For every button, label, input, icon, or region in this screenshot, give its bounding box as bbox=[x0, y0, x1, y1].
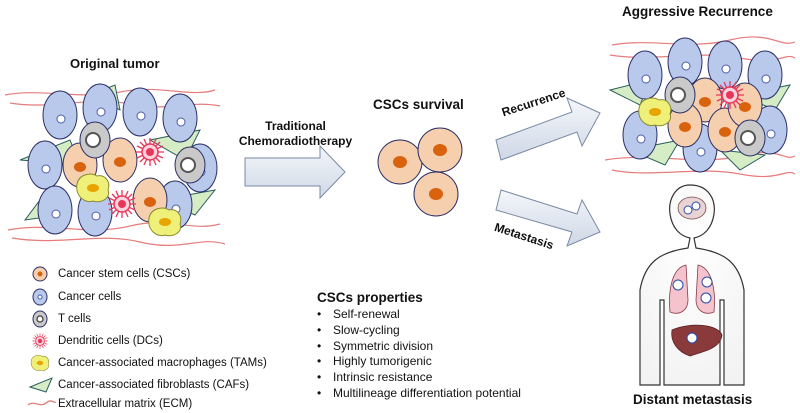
dendritic-cell-icon bbox=[31, 332, 49, 350]
legend-label: T cells bbox=[58, 313, 92, 325]
legend-item: Cancer-associated fibroblasts (CAFs) bbox=[58, 376, 249, 394]
distant-metastasis-title: Distant metastasis bbox=[633, 392, 753, 407]
list-item: •Self-renewal bbox=[317, 307, 400, 321]
metastasis-arrow bbox=[495, 189, 601, 247]
list-item: •Symmetric division bbox=[317, 338, 434, 353]
cancer-stem-cell-icon bbox=[32, 266, 48, 282]
list-item: •Highly tumorigenic bbox=[317, 354, 432, 369]
legend-label: Cancer cells bbox=[58, 291, 122, 303]
surviving-cscs-illustration bbox=[377, 127, 463, 217]
macrophage-icon bbox=[30, 355, 49, 371]
recurrence-arrow bbox=[495, 97, 601, 161]
therapy-label-line1: Traditional bbox=[265, 119, 326, 133]
legend-label: Cancer-associated fibroblasts (CAFs) bbox=[58, 379, 250, 391]
legend-item: Cancer stem cells (CSCs) bbox=[58, 265, 190, 283]
human-body-illustration bbox=[639, 184, 745, 386]
legend-icons bbox=[27, 266, 57, 406]
recurrent-tumor-illustration bbox=[604, 36, 796, 178]
therapy-arrow bbox=[244, 144, 346, 200]
list-item: •Slow-cycling bbox=[317, 322, 400, 337]
legend-label: Extracellular matrix (ECM) bbox=[58, 398, 193, 410]
list-item: •Intrinsic resistance bbox=[317, 370, 433, 385]
legend-item: Cancer-associated macrophages (TAMs) bbox=[58, 354, 267, 372]
legend-item: T cells bbox=[58, 310, 91, 328]
csc-properties-heading: CSCs properties bbox=[317, 290, 423, 305]
legend-label: Cancer stem cells (CSCs) bbox=[58, 268, 191, 280]
legend-label: Dendritic cells (DCs) bbox=[58, 335, 163, 347]
ecm-fiber-icon bbox=[27, 400, 57, 406]
original-tumor-title: Original tumor bbox=[70, 56, 160, 71]
csc-properties: CSCs properties •Self-renewal •Slow-cycl… bbox=[317, 290, 577, 402]
legend-item: Cancer cells bbox=[58, 288, 121, 306]
list-item: •Multilineage differentiation potential bbox=[317, 385, 521, 400]
legend-item: Extracellular matrix (ECM) bbox=[58, 395, 192, 413]
legend-item: Dendritic cells (DCs) bbox=[58, 332, 163, 350]
aggressive-recurrence-title: Aggressive Recurrence bbox=[622, 4, 773, 19]
cscs-survival-title: CSCs survival bbox=[373, 97, 464, 112]
t-cell-icon bbox=[32, 310, 48, 328]
original-tumor-illustration bbox=[4, 83, 226, 246]
legend-label: Cancer-associated macrophages (TAMs) bbox=[58, 357, 267, 369]
fibroblast-icon bbox=[28, 377, 53, 393]
therapy-label-line2: Chemoradiotherapy bbox=[238, 134, 353, 148]
therapy-label: Traditional Chemoradiotherapy bbox=[238, 119, 353, 149]
cancer-cell-icon bbox=[32, 288, 48, 306]
